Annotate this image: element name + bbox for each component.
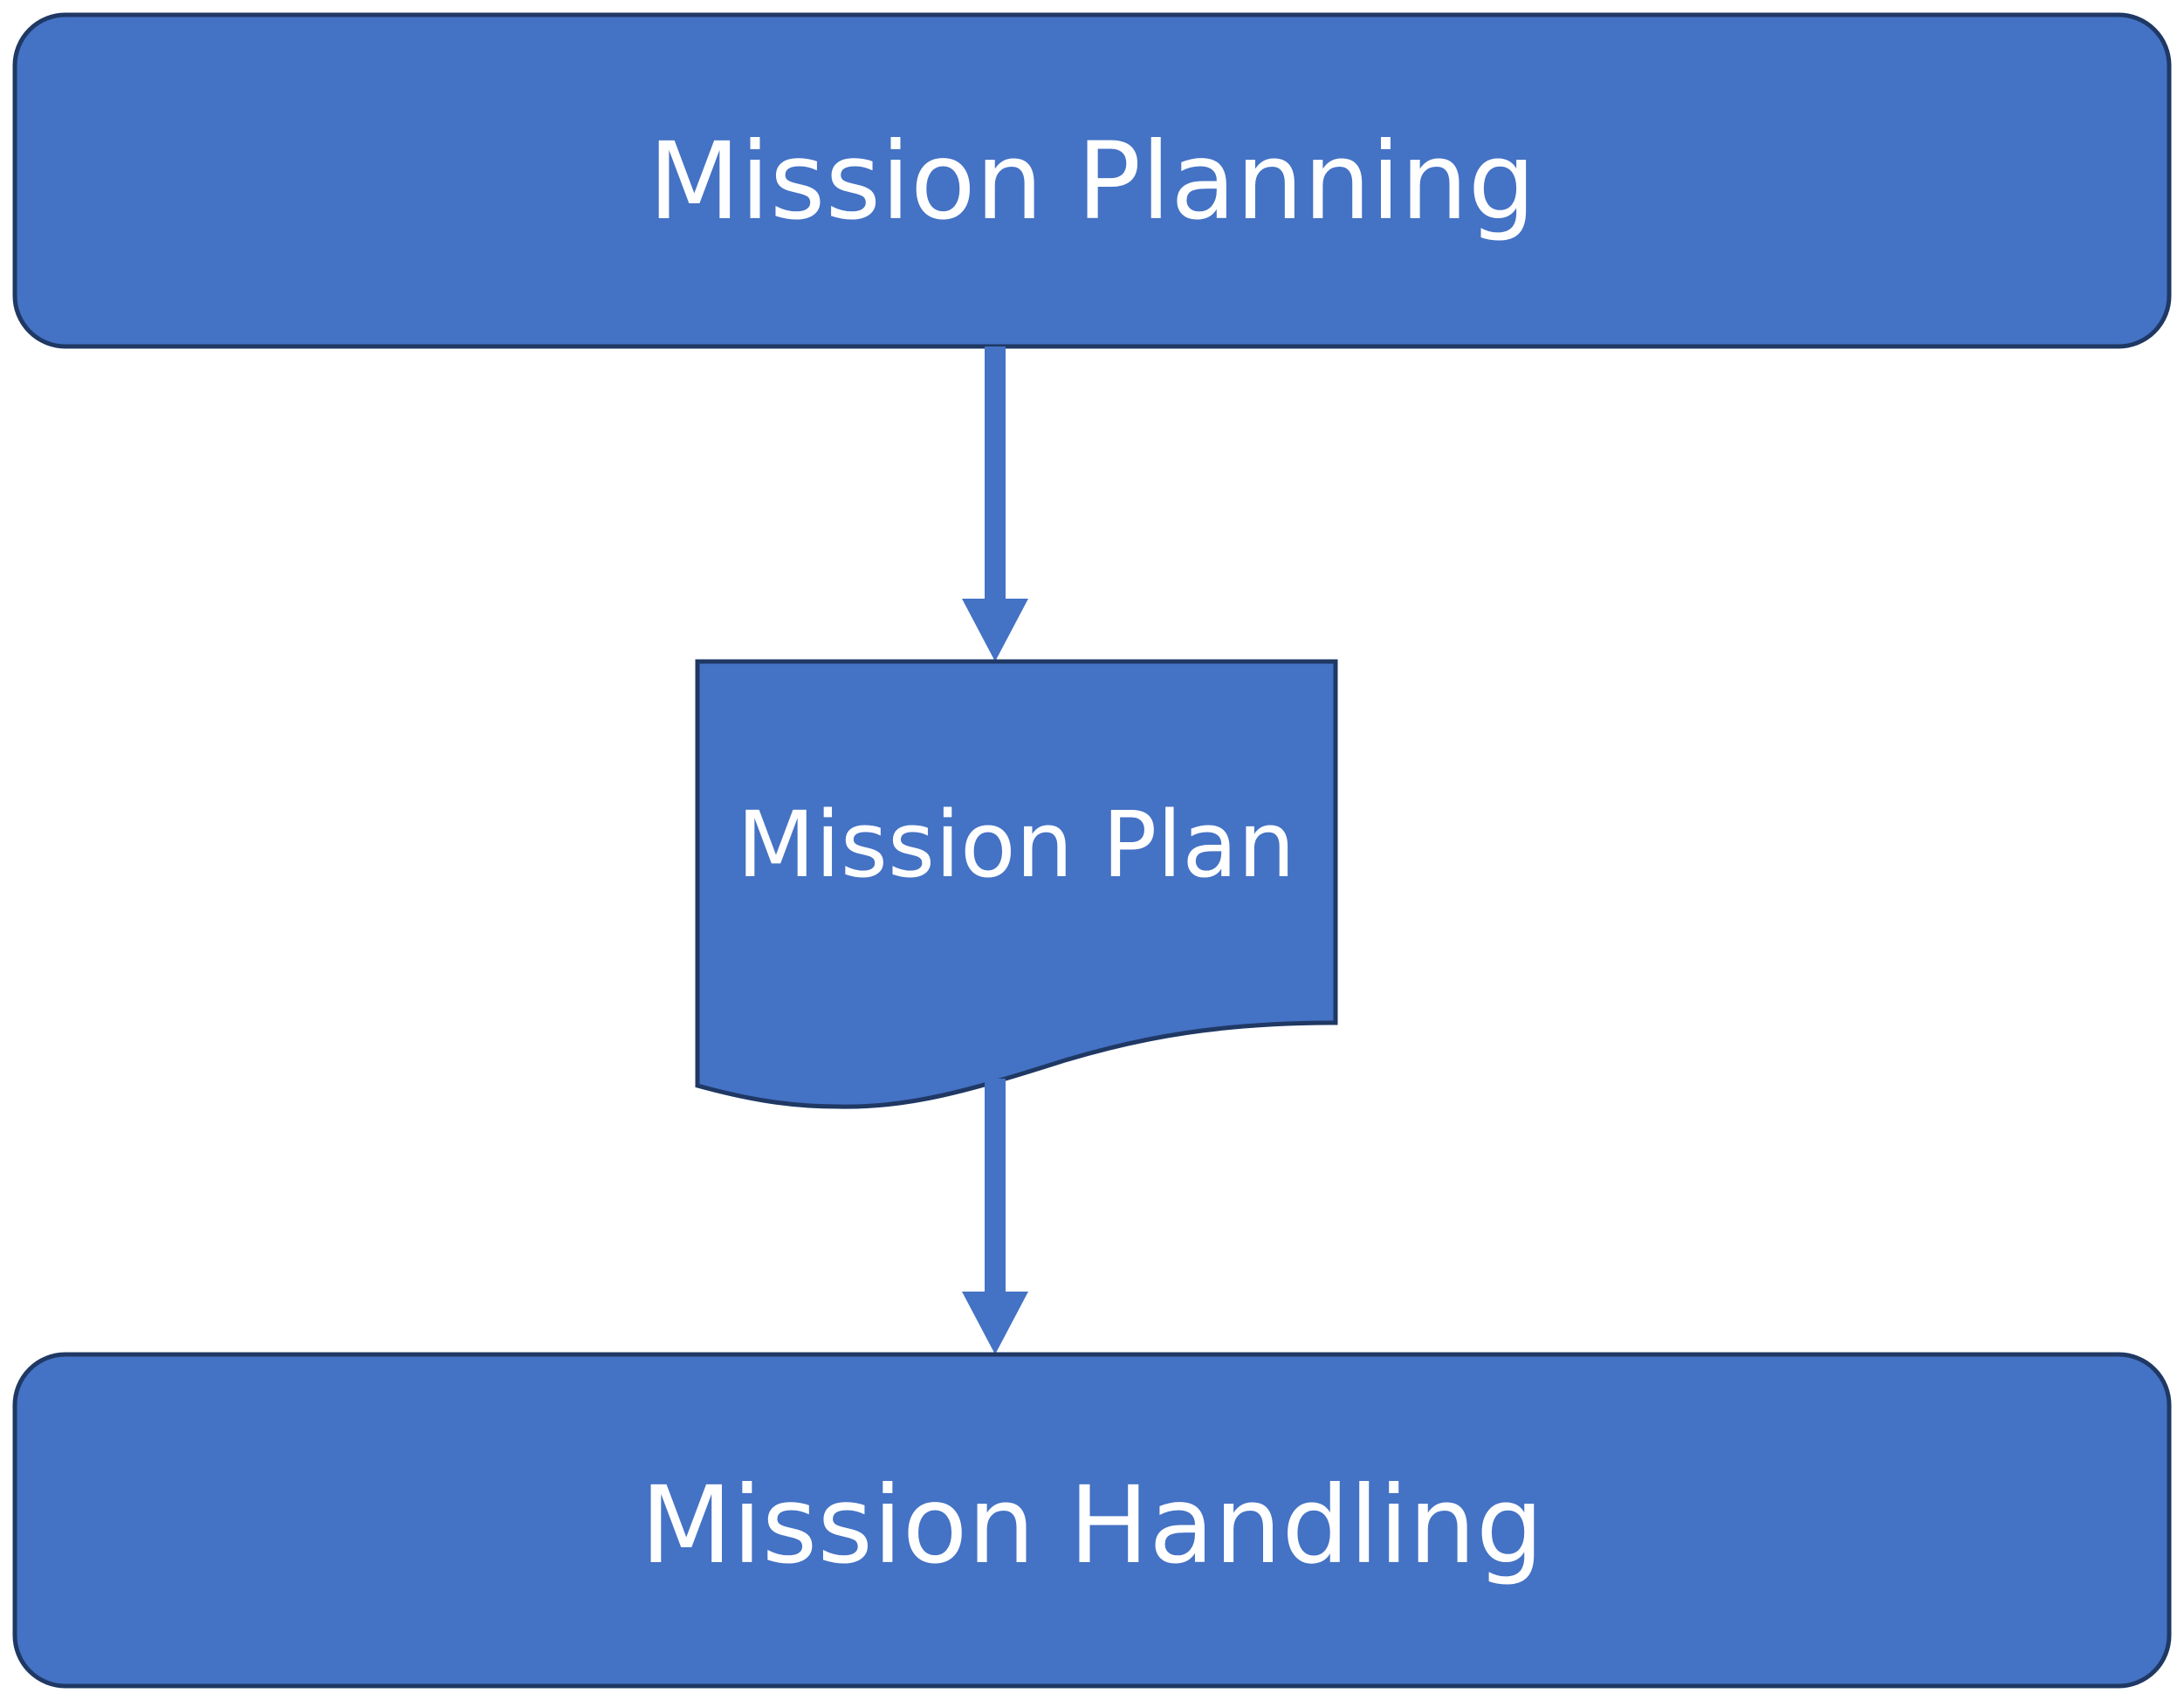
mission-plan-node: Mission Plan bbox=[695, 659, 1338, 1109]
mission-plan-label: Mission Plan bbox=[737, 792, 1295, 898]
arrow-shaft bbox=[985, 1079, 1006, 1293]
mission-plan-document-shape bbox=[695, 659, 1338, 1109]
mission-planning-label: Mission Planning bbox=[649, 120, 1535, 243]
mission-handling-box bbox=[12, 1352, 2172, 1689]
arrow-head bbox=[962, 599, 1028, 661]
arrow-head bbox=[962, 1292, 1028, 1354]
mission-planning-box bbox=[12, 12, 2172, 349]
mission-handling-label: Mission Handling bbox=[641, 1464, 1544, 1587]
arrow-shaft bbox=[985, 346, 1006, 600]
mission-handling-node: Mission Handling bbox=[12, 1352, 2172, 1689]
arrow-planning-to-plan bbox=[962, 346, 1028, 661]
arrow-plan-to-handling bbox=[962, 1079, 1028, 1354]
mission-planning-node: Mission Planning bbox=[12, 12, 2172, 349]
